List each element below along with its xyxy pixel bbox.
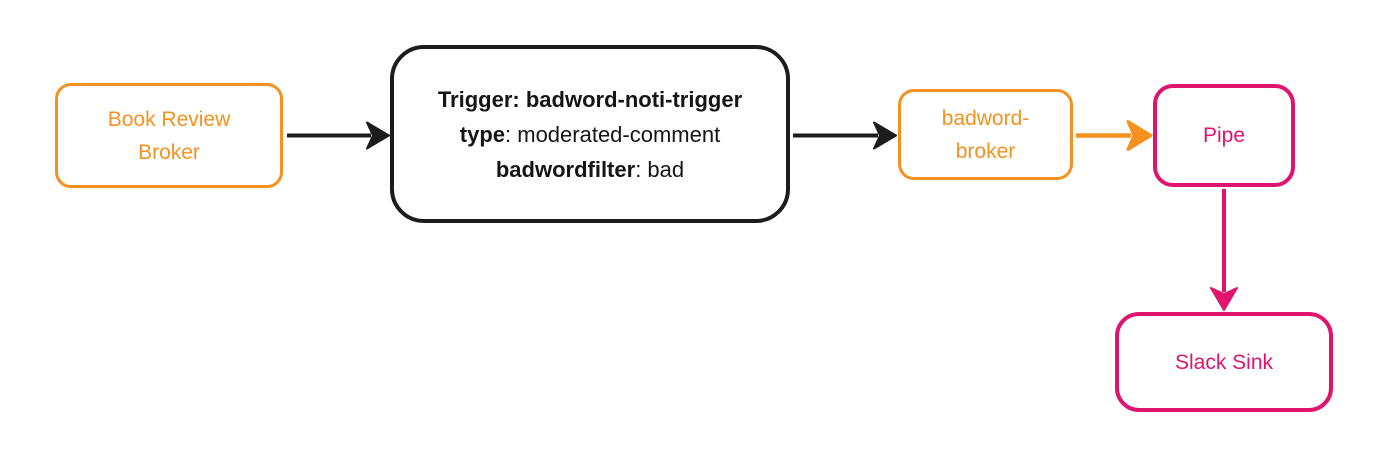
node-pipe: Pipe: [1153, 84, 1295, 187]
trigger-line-2: type: moderated-comment: [459, 121, 721, 147]
edge-badword-broker-to-pipe: [1076, 120, 1153, 151]
node-slack-sink-label: Slack Sink: [1174, 350, 1274, 374]
arrowhead-right-dark-2: [873, 121, 897, 150]
node-trigger-text: Trigger: badword-noti-trigger type: mode…: [438, 82, 742, 187]
node-book-review-broker-label: Book Review Broker: [107, 107, 231, 164]
edge-broker-to-trigger: [287, 121, 390, 150]
node-pipe-label: Pipe: [1202, 124, 1246, 147]
arrowhead-right-orange: [1126, 120, 1153, 151]
node-book-review-broker: Book Review Broker: [55, 83, 283, 188]
node-trigger: Trigger: badword-noti-trigger type: mode…: [390, 45, 790, 223]
trigger-line-3: badwordfilter: bad: [495, 156, 685, 182]
edge-pipe-to-slack-sink: [1210, 189, 1238, 311]
arrowhead-right-dark-1: [366, 121, 390, 150]
node-slack-sink: Slack Sink: [1115, 312, 1333, 412]
arrowhead-down-pink: [1210, 287, 1238, 311]
edge-trigger-to-badword-broker: [793, 121, 897, 150]
trigger-line-1: Trigger: badword-noti-trigger: [437, 86, 743, 112]
node-badword-broker-label: badword- broker: [941, 106, 1030, 163]
node-badword-broker: badword- broker: [898, 89, 1073, 180]
